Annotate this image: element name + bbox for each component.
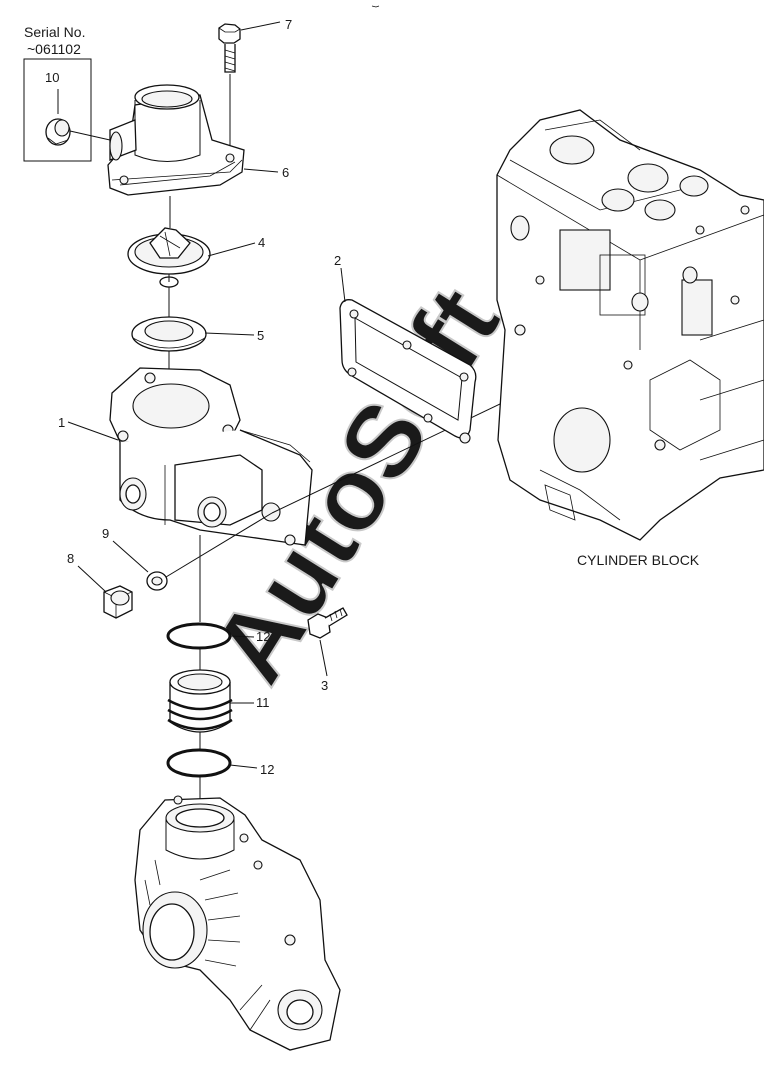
serial-label: Serial No. <box>24 24 85 40</box>
part-3-bolt <box>307 607 348 639</box>
callout-9: 9 <box>102 526 109 541</box>
callout-12-upper: 12 <box>256 629 270 644</box>
cylinder-block-label: CYLINDER BLOCK <box>577 552 700 568</box>
part-7-bolt <box>218 23 241 152</box>
callout-2: 2 <box>334 253 341 268</box>
part-5-gasket <box>131 316 207 352</box>
page-mark <box>371 5 380 8</box>
leader-6 <box>243 168 279 173</box>
callout-3: 3 <box>321 678 328 693</box>
callout-4: 4 <box>258 235 265 250</box>
part-11-sleeve <box>167 669 233 733</box>
water-pump-housing <box>134 795 341 1051</box>
callout-5: 5 <box>257 328 264 343</box>
part-6-thermostat-cover <box>107 84 245 196</box>
leader-12a <box>229 635 255 638</box>
callout-11: 11 <box>256 695 270 710</box>
part-12-o-ring-lower <box>166 748 232 778</box>
part-2-gasket <box>339 299 477 444</box>
inset-box <box>23 58 92 162</box>
leader-1 <box>67 421 119 441</box>
callout-10: 10 <box>45 70 59 85</box>
leader-5 <box>204 332 255 336</box>
callout-6: 6 <box>282 165 289 180</box>
leader-7 <box>240 21 281 31</box>
part-10-plug <box>45 118 111 146</box>
part-4-thermostat <box>127 227 211 318</box>
callout-7: 7 <box>285 17 292 32</box>
leader-4 <box>207 242 256 257</box>
part-1-thermostat-housing <box>109 367 313 546</box>
part-8-drain-plug <box>103 585 133 619</box>
callout-1: 1 <box>58 415 65 430</box>
cylinder-block <box>496 109 764 541</box>
part-9-washer <box>146 512 273 591</box>
leader-2 <box>340 267 346 303</box>
callout-12-lower: 12 <box>260 762 274 777</box>
leader-8 <box>77 565 107 593</box>
serial-range: ~061102 <box>27 41 81 57</box>
callout-8: 8 <box>67 551 74 566</box>
leader-12b <box>229 764 258 769</box>
serial-inset: Serial No. ~061102 10 <box>23 24 111 162</box>
leader-9 <box>112 540 149 573</box>
leader-3 <box>319 639 328 677</box>
